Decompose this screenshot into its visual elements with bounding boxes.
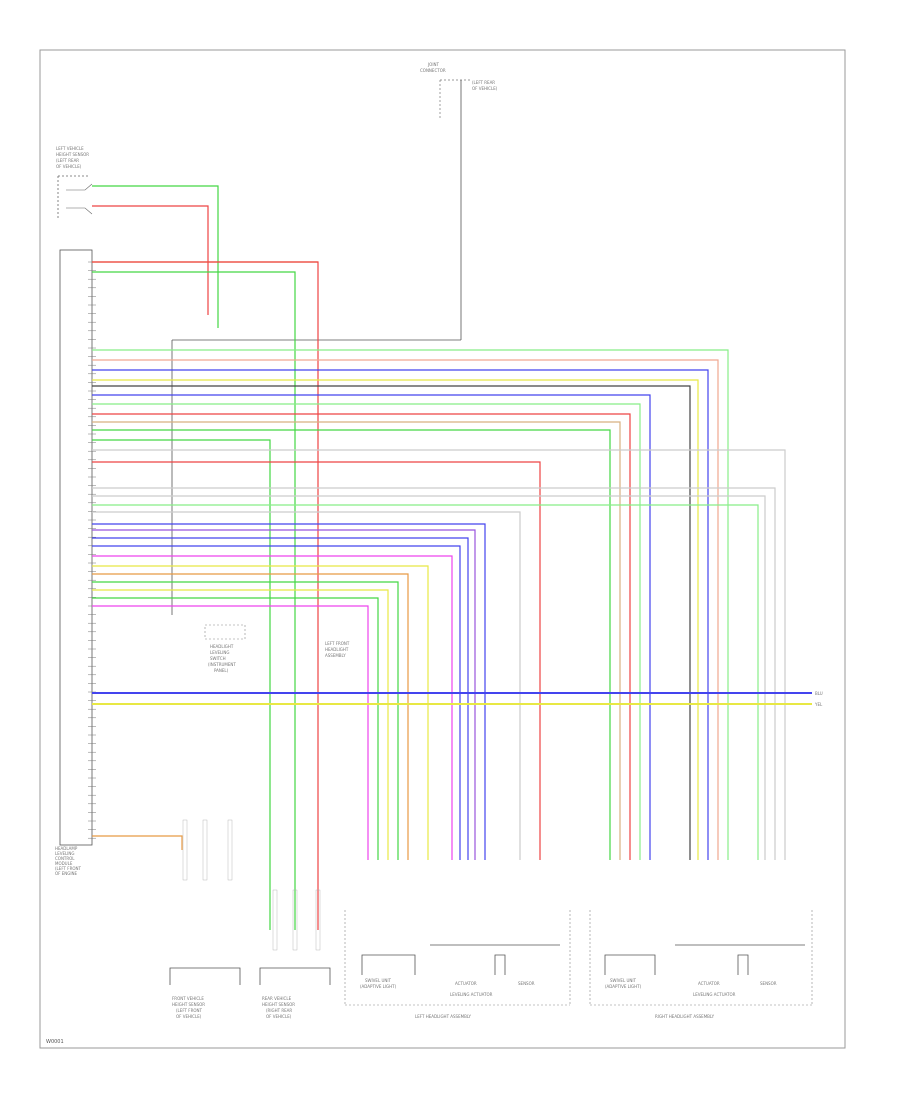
- wire-peach: [92, 359, 719, 860]
- svg-text:CONTROL: CONTROL: [55, 856, 75, 861]
- wire-black: [92, 385, 691, 860]
- wire-pink: [92, 555, 453, 860]
- ecu-label: HEADLAMP LEVELING CONTROL MODULE (LEFT F…: [55, 846, 81, 876]
- svg-text:ASSEMBLY: ASSEMBLY: [325, 653, 346, 658]
- rear-height-sensor: REAR VEHICLE HEIGHT SENSOR (RIGHT REAR O…: [259, 967, 331, 1019]
- wire-blue: [92, 523, 486, 860]
- wire-blue: [92, 537, 469, 860]
- svg-text:SENSOR: SENSOR: [518, 981, 535, 986]
- svg-text:LEFT VEHICLE: LEFT VEHICLE: [56, 146, 84, 151]
- left-front-headlight-note: LEFT FRONT HEADLIGHT ASSEMBLY: [325, 641, 350, 658]
- svg-text:LEVELING ACTUATOR: LEVELING ACTUATOR: [450, 992, 493, 997]
- wire-ltgreen: [92, 403, 641, 860]
- svg-text:HEIGHT SENSOR: HEIGHT SENSOR: [172, 1002, 205, 1007]
- wire-green: [92, 581, 399, 860]
- wire-red: [92, 205, 209, 315]
- svg-text:(LEFT FRONT: (LEFT FRONT: [176, 1008, 202, 1013]
- ecu-pins: [88, 261, 96, 839]
- svg-text:OF VEHICLE): OF VEHICLE): [266, 1014, 292, 1019]
- right-headlight-assembly: SWIVEL UNIT (ADAPTIVE LIGHT) ACTUATOR SE…: [589, 910, 813, 1019]
- bus-label-yel: YEL: [814, 702, 823, 707]
- wire-blue: [92, 545, 461, 860]
- wire-green: [92, 597, 379, 860]
- svg-text:SWITCH: SWITCH: [210, 656, 226, 661]
- svg-text:OF VEHICLE): OF VEHICLE): [472, 86, 498, 91]
- svg-text:(RIGHT REAR: (RIGHT REAR: [266, 1008, 292, 1013]
- svg-text:HEIGHT SENSOR: HEIGHT SENSOR: [262, 1002, 295, 1007]
- svg-text:LEVELING: LEVELING: [55, 851, 75, 856]
- svg-text:SWIVEL UNIT: SWIVEL UNIT: [365, 978, 392, 983]
- svg-text:SWIVEL UNIT: SWIVEL UNIT: [610, 978, 637, 983]
- svg-text:SENSOR: SENSOR: [760, 981, 777, 986]
- svg-text:LEFT FRONT: LEFT FRONT: [325, 641, 350, 646]
- svg-text:REAR VEHICLE: REAR VEHICLE: [262, 996, 292, 1001]
- connector-stub: [202, 819, 208, 881]
- svg-text:(LEFT REAR: (LEFT REAR: [56, 158, 79, 163]
- svg-text:HEADLAMP: HEADLAMP: [55, 846, 78, 851]
- svg-text:MODULE: MODULE: [55, 861, 73, 866]
- svg-text:PANEL): PANEL): [214, 668, 229, 673]
- bus-label-blu: BLU: [815, 691, 823, 696]
- connector-stub: [272, 889, 278, 951]
- wire-white: [92, 511, 521, 860]
- wire-blue: [92, 369, 709, 860]
- svg-text:HEADLIGHT: HEADLIGHT: [210, 644, 234, 649]
- connector-stub: [315, 889, 321, 951]
- wire-tan: [92, 421, 621, 860]
- connector-stub: [292, 889, 298, 951]
- page-code: W0001: [46, 1039, 64, 1045]
- wire-yellow: [92, 565, 429, 860]
- svg-text:ACTUATOR: ACTUATOR: [698, 981, 720, 986]
- wire-orange: [92, 835, 183, 850]
- svg-text:OF VEHICLE): OF VEHICLE): [176, 1014, 202, 1019]
- wire-red: [92, 261, 319, 930]
- svg-text:(ADAPTIVE LIGHT): (ADAPTIVE LIGHT): [360, 984, 397, 989]
- svg-text:(LEFT FRONT: (LEFT FRONT: [55, 866, 81, 871]
- wire-white: [92, 487, 776, 860]
- wire-pink: [92, 605, 369, 860]
- svg-text:LEFT HEADLIGHT ASSEMBLY: LEFT HEADLIGHT ASSEMBLY: [415, 1014, 472, 1019]
- wire-yellow: [92, 589, 389, 860]
- svg-text:(LEFT REAR: (LEFT REAR: [472, 80, 495, 85]
- wire-green: [92, 271, 296, 930]
- joint-connector: JOINT CONNECTOR (LEFT REAR OF VEHICLE): [171, 62, 498, 615]
- left-headlight-assembly: SWIVEL UNIT (ADAPTIVE LIGHT) ACTUATOR SE…: [344, 910, 571, 1019]
- left-height-sensor: LEFT VEHICLE HEIGHT SENSOR (LEFT REAR OF…: [56, 146, 93, 220]
- wire-blue: [92, 394, 651, 860]
- wire-green: [92, 439, 271, 930]
- svg-text:FRONT VEHICLE: FRONT VEHICLE: [172, 996, 204, 1001]
- wire-ltgreen: [92, 349, 729, 860]
- svg-text:HEIGHT SENSOR: HEIGHT SENSOR: [56, 152, 89, 157]
- svg-text:ACTUATOR: ACTUATOR: [455, 981, 477, 986]
- wire-yellow: [92, 379, 699, 860]
- data-bus: BLU YEL: [92, 691, 823, 707]
- connector-stub: [227, 819, 233, 881]
- wire-red: [92, 413, 631, 860]
- diagram-frame: [39, 49, 846, 1049]
- wire-harness: [92, 185, 786, 951]
- wire-violet: [92, 529, 476, 860]
- wire-green: [92, 429, 611, 860]
- wire-white: [92, 449, 786, 860]
- wire-orange: [92, 573, 409, 860]
- svg-text:RIGHT HEADLIGHT ASSEMBLY: RIGHT HEADLIGHT ASSEMBLY: [655, 1014, 715, 1019]
- svg-text:LEVELING ACTUATOR: LEVELING ACTUATOR: [693, 992, 736, 997]
- front-height-sensor: FRONT VEHICLE HEIGHT SENSOR (LEFT FRONT …: [169, 967, 241, 1019]
- svg-text:JOINT: JOINT: [427, 62, 440, 67]
- wire-green: [92, 185, 219, 328]
- wire-red: [92, 461, 541, 860]
- leveling-switch: HEADLIGHT LEVELING SWITCH (INSTRUMENT PA…: [204, 624, 246, 673]
- svg-text:OF ENGINE: OF ENGINE: [55, 871, 78, 876]
- wire-ltgreen: [92, 504, 759, 860]
- ecu-connector: [59, 249, 93, 846]
- svg-text:OF VEHICLE): OF VEHICLE): [56, 164, 82, 169]
- svg-text:(ADAPTIVE LIGHT): (ADAPTIVE LIGHT): [605, 984, 642, 989]
- svg-text:LEVELING: LEVELING: [210, 650, 230, 655]
- connector-stub: [182, 819, 188, 881]
- svg-text:(INSTRUMENT: (INSTRUMENT: [208, 662, 236, 667]
- wire-white: [92, 495, 766, 860]
- svg-text:CONNECTOR: CONNECTOR: [420, 68, 446, 73]
- svg-text:HEADLIGHT: HEADLIGHT: [325, 647, 349, 652]
